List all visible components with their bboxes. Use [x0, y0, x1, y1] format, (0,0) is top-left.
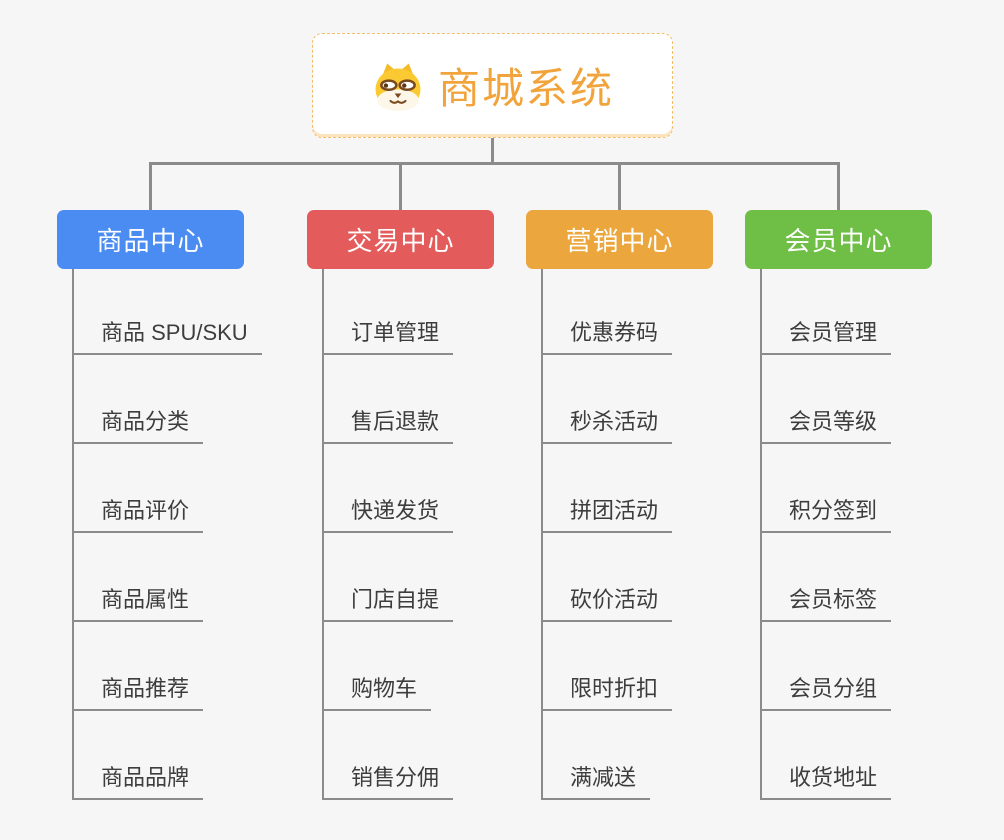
leaf-node[interactable]: 售后退款	[322, 410, 454, 444]
leaf-node[interactable]: 秒杀活动	[541, 410, 673, 444]
leaf-node[interactable]: 商品推荐	[72, 677, 204, 711]
root-node[interactable]: 商城系统	[312, 33, 673, 138]
branch-box-members[interactable]: 会员中心	[745, 210, 932, 269]
leaf-node[interactable]: 优惠券码	[541, 321, 673, 355]
leaf-node[interactable]: 限时折扣	[541, 677, 673, 711]
leaf-node[interactable]: 快递发货	[322, 499, 454, 533]
root-title: 商城系统	[437, 65, 614, 112]
leaf-node[interactable]: 会员管理	[760, 321, 892, 355]
branch-box-products[interactable]: 商品中心	[57, 210, 244, 269]
connector-drop-trade	[399, 164, 402, 210]
branch-trunk-line	[322, 269, 324, 800]
branch-box-trade[interactable]: 交易中心	[307, 210, 494, 269]
leaf-node[interactable]: 满减送	[541, 766, 651, 800]
leaf-node[interactable]: 商品 SPU/SKU	[72, 321, 262, 355]
branch-trunk-line	[72, 269, 74, 800]
branch-products: 商品中心 商品 SPU/SKU 商品分类 商品评价 商品属性 商品推荐 商品品牌	[57, 210, 317, 835]
branch-trade: 交易中心 订单管理 售后退款 快递发货 门店自提 购物车 销售分佣	[307, 210, 567, 835]
branch-marketing: 营销中心 优惠券码 秒杀活动 拼团活动 砍价活动 限时折扣 满减送	[526, 210, 786, 835]
leaf-node[interactable]: 商品评价	[72, 499, 204, 533]
branch-members: 会员中心 会员管理 会员等级 积分签到 会员标签 会员分组 收货地址	[745, 210, 1004, 835]
connector-root-drop	[491, 138, 494, 164]
leaf-node[interactable]: 销售分佣	[322, 766, 454, 800]
leaf-node[interactable]: 会员分组	[760, 677, 892, 711]
leaf-node[interactable]: 积分签到	[760, 499, 892, 533]
connector-drop-products	[149, 164, 152, 210]
branch-box-marketing[interactable]: 营销中心	[526, 210, 713, 269]
leaf-node[interactable]: 商品属性	[72, 588, 204, 622]
leaf-node[interactable]: 会员标签	[760, 588, 892, 622]
dog-face-icon	[375, 63, 421, 111]
leaf-node[interactable]: 砍价活动	[541, 588, 673, 622]
branch-trunk-line	[760, 269, 762, 800]
leaf-node[interactable]: 购物车	[322, 677, 432, 711]
leaf-node[interactable]: 商品品牌	[72, 766, 204, 800]
leaf-node[interactable]: 门店自提	[322, 588, 454, 622]
connector-horizontal	[149, 162, 840, 165]
connector-drop-members	[837, 164, 840, 210]
leaf-node[interactable]: 收货地址	[760, 766, 892, 800]
branch-trunk-line	[541, 269, 543, 800]
connector-drop-marketing	[618, 164, 621, 210]
leaf-node[interactable]: 会员等级	[760, 410, 892, 444]
leaf-node[interactable]: 订单管理	[322, 321, 454, 355]
leaf-node[interactable]: 商品分类	[72, 410, 204, 444]
leaf-node[interactable]: 拼团活动	[541, 499, 673, 533]
